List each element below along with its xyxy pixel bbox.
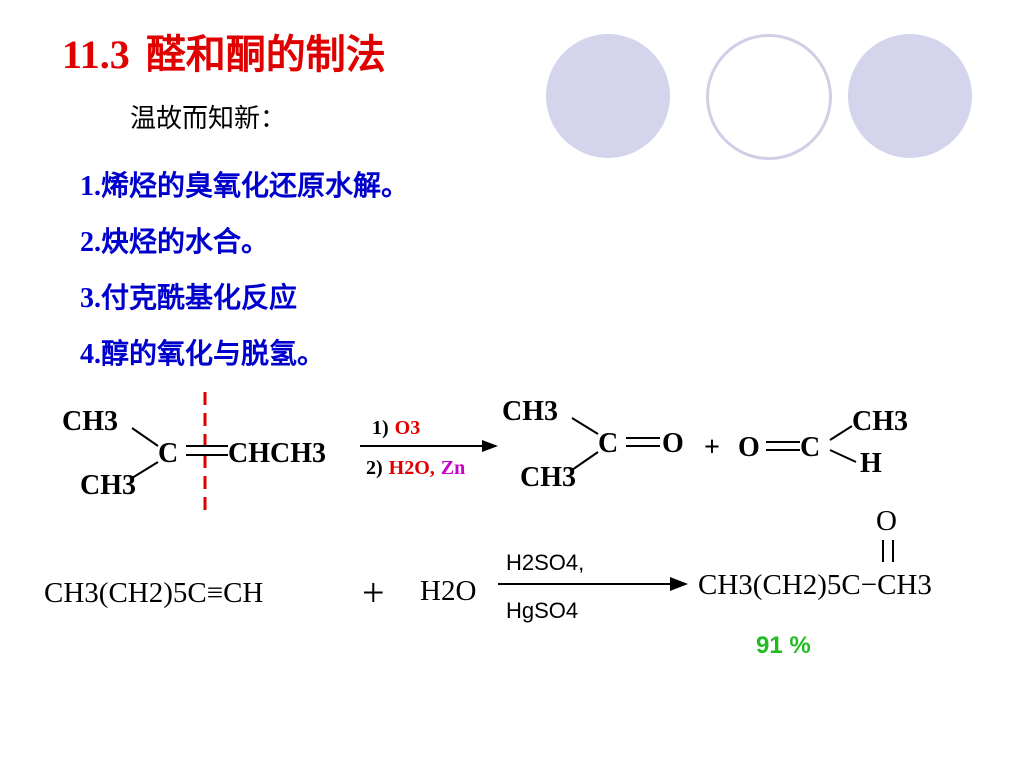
title-text: 醛和酮的制法: [145, 31, 386, 78]
r1-p2-center-c: C: [800, 432, 820, 463]
r1-p2-bond-upper: [829, 425, 853, 441]
title-number: 11.3: [62, 32, 130, 77]
list-item: 4.醇的氧化与脱氢。: [80, 337, 326, 370]
r2-arrow-head: [670, 577, 688, 591]
r1-p2-oxygen: O: [738, 432, 760, 463]
r2-plus: +: [362, 570, 385, 615]
r1-reactant-bottom-ch3: CH3: [80, 470, 136, 501]
list-item: 3.付克酰基化反应: [80, 281, 298, 314]
r2-catalyst-bottom: HgSO4: [506, 598, 578, 623]
r2-catalyst-top: H2SO4,: [506, 550, 584, 575]
r1-reactant-top-ch3: CH3: [62, 406, 118, 437]
r2-product-oxygen: O: [876, 505, 897, 537]
r1-p1-center-c: C: [598, 428, 618, 459]
review-list: 1.烯烃的臭氧化还原水解。 2.炔烃的水合。 3.付克酰基化反应 4.醇的氧化与…: [80, 162, 409, 386]
list-item: 1.烯烃的臭氧化还原水解。: [80, 169, 410, 202]
r1-plus: +: [704, 432, 720, 463]
r2-water: H2O: [420, 575, 476, 607]
r1-step1: 1)O3: [372, 417, 420, 439]
r1-step2: 2)H2O,Zn: [366, 457, 465, 479]
r1-reactant-center-c: C: [158, 438, 178, 469]
decorative-circle-3: [848, 34, 972, 158]
r1-reactant-right: CHCH3: [228, 438, 326, 469]
r1-p2-bond-lower: [829, 449, 857, 463]
r1-arrow-head: [482, 440, 498, 452]
list-item: 2.炔烃的水合。: [80, 225, 270, 258]
r1-p1-bond-upper: [571, 417, 599, 435]
r1-p1-top-ch3: CH3: [502, 396, 558, 427]
r1-p1-oxygen: O: [662, 428, 684, 459]
decorative-circle-1: [546, 34, 670, 158]
r2-reactant: CH3(CH2)5C≡CH: [44, 577, 263, 609]
decorative-circle-2: [706, 34, 832, 160]
r2-product: CH3(CH2)5C−CH3: [698, 569, 932, 601]
page-title: 11.3 醛和酮的制法: [62, 22, 386, 80]
r1-bond-lower: [131, 461, 159, 479]
subtitle: 温故而知新：: [130, 104, 287, 134]
r1-p1-bond-lower: [571, 451, 599, 471]
r1-p2-top-ch3: CH3: [852, 406, 908, 437]
r1-p2-bottom-h: H: [860, 448, 882, 479]
yield-label: 91 %: [756, 632, 811, 659]
r1-bond-upper: [131, 427, 159, 447]
r1-p1-bottom-ch3: CH3: [520, 462, 576, 493]
